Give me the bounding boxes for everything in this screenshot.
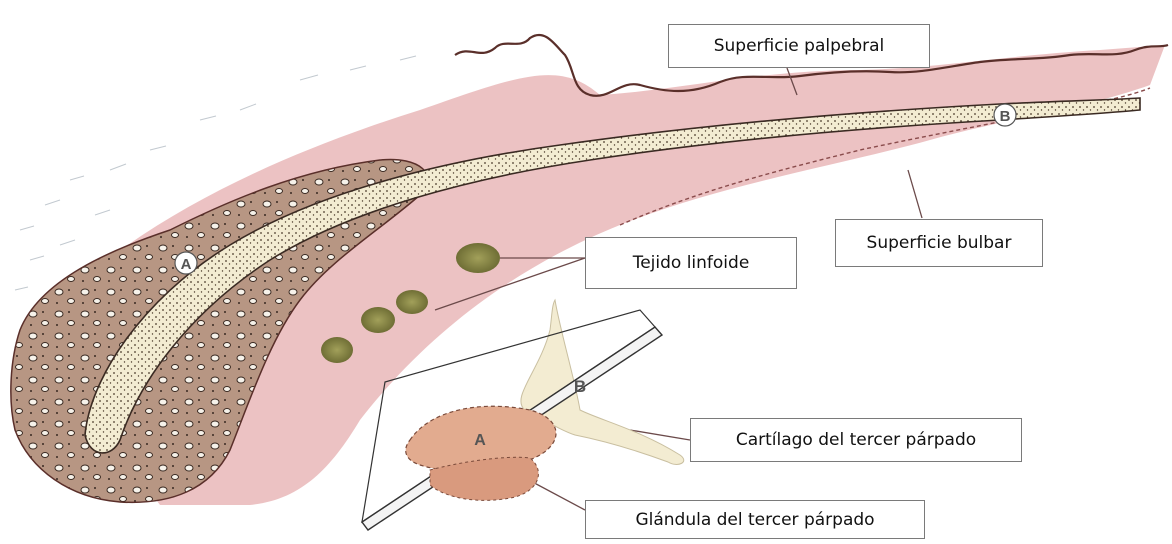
section-marker-b: B [994,104,1016,126]
label-cartilago-tercer-parpado: Cartílago del tercer párpado [690,418,1022,462]
label-superficie-bulbar: Superficie bulbar [835,219,1043,267]
section-marker-a: A [175,252,197,274]
label-tejido-linfoide: Tejido linfoide [585,237,797,289]
label-glandula-tercer-parpado: Glándula del tercer párpado [585,500,925,539]
svg-text:B: B [574,377,586,396]
label-superficie-palpebral: Superficie palpebral [668,24,930,68]
svg-text:A: A [474,432,486,449]
svg-text:A: A [181,256,192,273]
svg-text:B: B [1000,108,1011,125]
